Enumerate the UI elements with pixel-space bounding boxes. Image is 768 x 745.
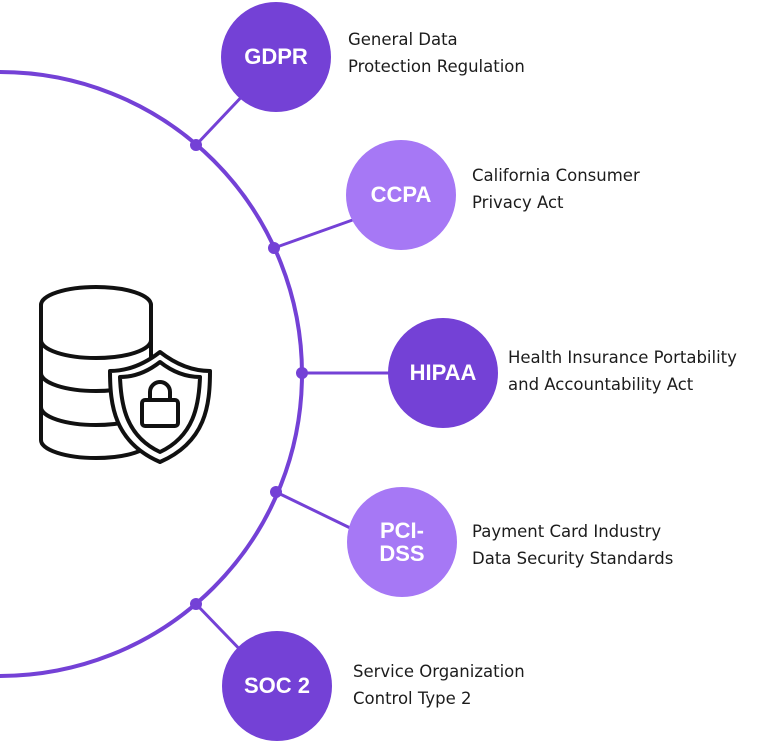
badge-gdpr: GDPR	[221, 2, 331, 112]
badge-hipaa: HIPAA	[388, 318, 498, 428]
junction-dot-hipaa	[296, 367, 308, 379]
junction-dot-soc2	[190, 598, 202, 610]
description-pci-dss: Payment Card Industry Data Security Stan…	[472, 522, 674, 568]
description-hipaa: Health Insurance Portability and Account…	[508, 348, 737, 394]
junction-dot-gdpr	[190, 139, 202, 151]
junction-dot-ccpa	[268, 242, 280, 254]
badge-ccpa: CCPA	[346, 140, 456, 250]
junction-dot-pci	[270, 486, 282, 498]
badge-soc2: SOC 2	[222, 631, 332, 741]
description-gdpr: General Data Protection Regulation	[348, 30, 525, 76]
connector-gdpr	[194, 88, 250, 147]
description-soc2: Service Organization Control Type 2	[353, 662, 525, 708]
badge-pci-dss: PCI- DSS	[347, 487, 457, 597]
database-shield-lock-icon	[39, 285, 212, 464]
description-ccpa: California Consumer Privacy Act	[472, 166, 640, 212]
